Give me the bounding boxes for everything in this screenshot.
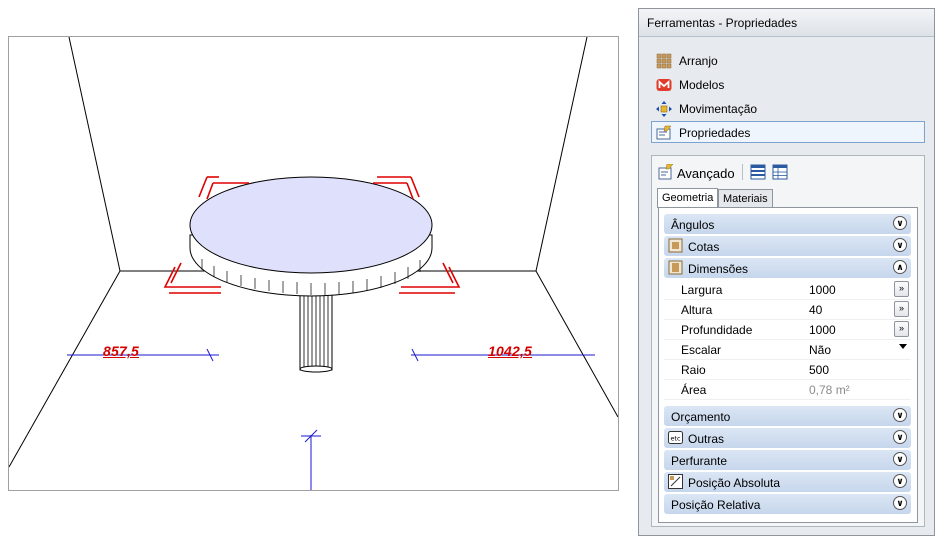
altura-expand-button[interactable]: » [894,301,909,317]
absolute-position-icon [668,474,683,489]
escalar-select[interactable]: Não [809,343,832,357]
expand-chevron-icon[interactable]: ∨ [893,408,907,422]
move-arrows-icon [656,101,672,117]
advanced-edit-icon[interactable] [658,164,674,180]
nav-item-movimentacao[interactable]: Movimentação [651,97,925,119]
dropdown-arrow-icon[interactable] [899,344,907,349]
section-angulos[interactable]: Ângulos ∨ [664,214,911,234]
expand-chevron-icon[interactable]: ∨ [893,496,907,510]
3d-viewport[interactable]: 857,5 1042,5 [8,36,619,491]
dimension-lines [67,348,595,490]
expand-chevron-icon[interactable]: ∨ [893,430,907,444]
expand-chevron-icon[interactable]: ∨ [893,452,907,466]
tab-materiais[interactable]: Materiais [718,189,773,208]
expand-chevron-icon[interactable]: ∨ [893,216,907,230]
section-posicao-relativa[interactable]: Posição Relativa ∨ [664,494,911,514]
section-label: Ângulos [671,218,715,232]
left-distance-label: 857,5 [103,343,140,359]
nav-item-arranjo[interactable]: Arranjo [651,49,925,71]
right-distance-label: 1042,5 [488,343,533,359]
largura-expand-button[interactable]: » [894,281,909,297]
raio-value[interactable]: 500 [809,363,830,377]
nav-label: Arranjo [679,54,718,68]
section-label: Outras [688,432,725,446]
area-value: 0,78 m² [809,383,850,397]
tab-geometria[interactable]: Geometria [657,188,719,208]
prop-name: Largura [681,283,723,297]
altura-value[interactable]: 40 [809,303,823,317]
profundidade-expand-button[interactable]: » [894,321,909,337]
section-orcamento[interactable]: Orçamento ∨ [664,406,911,426]
section-label: Perfurante [671,454,728,468]
nav-label: Propriedades [679,126,751,140]
section-label: Cotas [688,240,720,254]
nav-label: Modelos [679,78,725,92]
geometry-tab-content: Ângulos ∨ Cotas ∨ Dimensões ∧ [658,207,918,523]
section-perfurante[interactable]: Perfurante ∨ [664,450,911,470]
prop-name: Altura [681,303,713,317]
tools-properties-panel: Ferramentas - Propriedades Arranjo Model… [638,8,935,536]
prop-row-raio: Raio 500 [664,360,911,380]
models-m-icon [656,79,672,91]
prop-row-profundidade: Profundidade 1000 » [664,320,911,340]
section-cotas[interactable]: Cotas ∨ [664,236,911,256]
etc-icon: etc [668,431,683,444]
collapse-chevron-icon[interactable]: ∧ [893,260,907,274]
prop-row-area: Área 0,78 m² [664,380,911,400]
prop-name: Escalar [681,343,722,357]
dimensions-icon [668,238,683,253]
size-icon [668,260,683,275]
selection-handles [163,176,461,294]
prop-name: Profundidade [681,323,753,337]
properties-form-icon [656,125,672,140]
nav-item-modelos[interactable]: Modelos [651,73,925,95]
arrangement-grid-icon [656,53,672,69]
table-pedestal [299,286,333,373]
nav-label: Movimentação [679,102,758,116]
profundidade-value[interactable]: 1000 [809,323,836,337]
section-label: Dimensões [688,262,749,276]
expand-chevron-icon[interactable]: ∨ [893,474,907,488]
prop-row-largura: Largura 1000 » [664,280,911,300]
scene-drawing [9,37,618,490]
expand-chevron-icon[interactable]: ∨ [893,238,907,252]
section-dimensoes[interactable]: Dimensões ∧ [664,258,911,278]
section-label: Orçamento [671,410,731,424]
toolbar-separator [742,164,743,180]
properties-subpanel: Avançado Geometria Materiais Ângulos ∨ [651,155,925,527]
section-posicao-absoluta[interactable]: Posição Absoluta ∨ [664,472,911,492]
advanced-label[interactable]: Avançado [677,166,735,181]
room-edges [9,37,618,468]
nav-item-propriedades[interactable]: Propriedades [651,121,925,143]
svg-text:etc: etc [670,435,681,443]
prop-name: Raio [681,363,706,377]
prop-row-altura: Altura 40 » [664,300,911,320]
table-view-icon[interactable] [772,164,788,180]
prop-row-escalar: Escalar Não [664,340,911,360]
table-top-surface [189,176,433,274]
prop-name: Área [681,383,707,397]
categorized-view-icon[interactable] [750,164,766,180]
largura-value[interactable]: 1000 [809,283,836,297]
panel-title: Ferramentas - Propriedades [639,9,934,37]
section-label: Posição Absoluta [688,476,781,490]
section-outras[interactable]: etc Outras ∨ [664,428,911,448]
section-label: Posição Relativa [671,498,761,512]
